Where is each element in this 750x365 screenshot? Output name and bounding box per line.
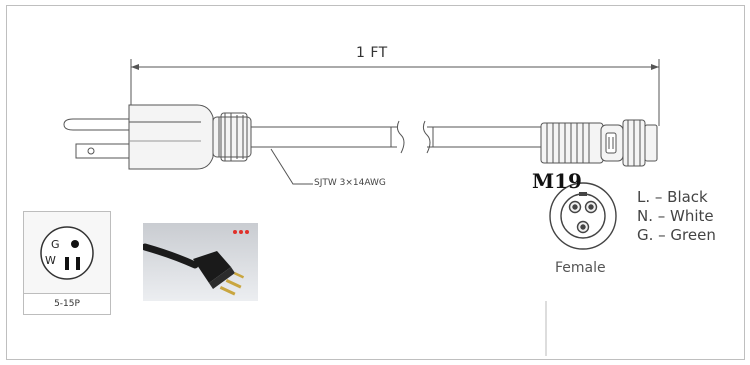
plug-standard-label: 5-15P [24,293,110,314]
strain-relief [212,112,252,162]
plug-face-icon [40,226,94,280]
pinout-line-3: G. – Green [637,226,716,244]
cable-spec-leader [270,148,313,185]
nema-5-15p-plug-photo-icon [141,223,258,301]
pinout-line-2: N. – White [637,207,714,225]
m19-female-socket-icon [549,182,617,250]
connector-gender-label: Female [555,260,606,276]
neutral-pin-letter: W [45,254,56,267]
plug-prongs [63,118,132,159]
drawing-canvas [63,59,660,356]
drawing-frame: 1 FT SJTW 3×14AWG M19 L. – Black N. – Wh… [6,5,745,360]
ground-pin-letter: G [51,238,60,251]
cable-spec-label: SJTW 3×14AWG [314,178,386,188]
plug-face-inset: G W 5-15P [23,211,111,315]
m19-connector [540,119,658,167]
cable [250,120,544,154]
length-dimension-label: 1 FT [356,45,388,61]
connector-name-label: M19 [532,169,582,193]
plug-body [128,104,214,170]
pinout-line-1: L. – Black [637,188,708,206]
